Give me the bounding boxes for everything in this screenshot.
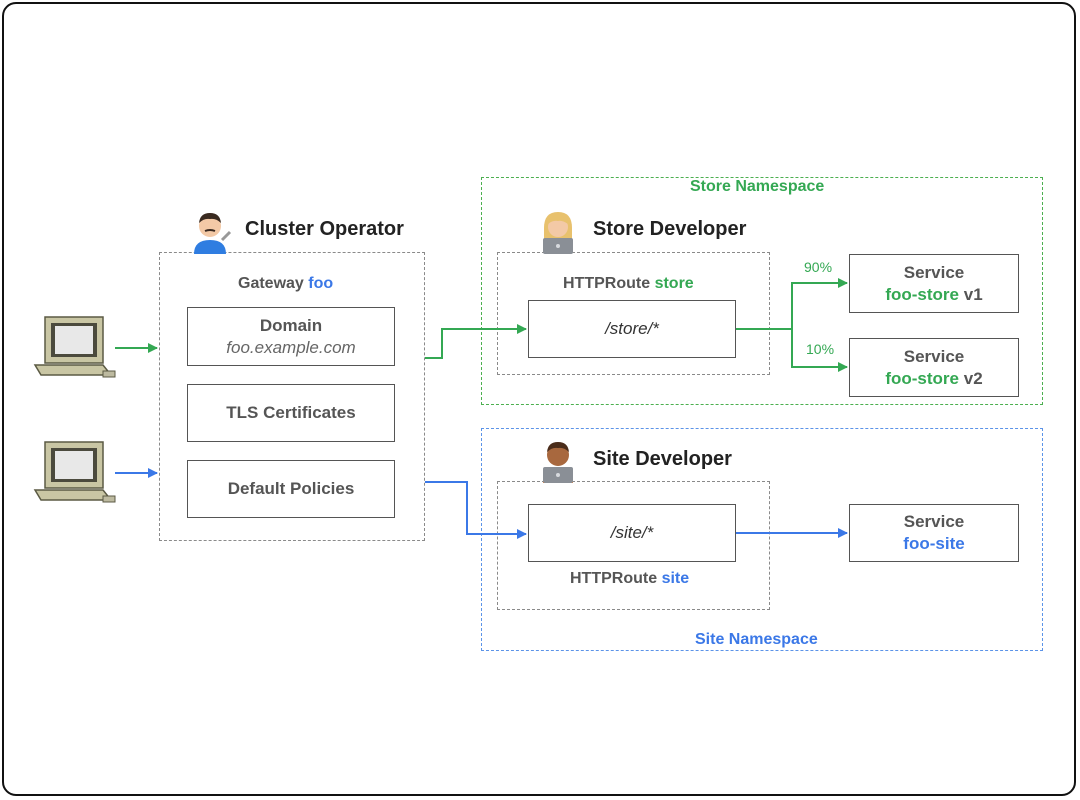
gateway-to-site-route-arrow	[425, 481, 527, 539]
site-path: /site/*	[610, 523, 654, 542]
default-policies-box: Default Policies	[187, 460, 395, 518]
service-store-v2-name: foo-store	[885, 368, 959, 388]
service-store-v2-box: Service foo-store v2	[849, 338, 1019, 397]
site-route-title: HTTPRoute site	[570, 570, 689, 588]
computer-icon	[33, 316, 116, 378]
gateway-to-store-route-arrow	[425, 324, 527, 359]
developer-laptop-icon	[543, 212, 573, 254]
domain-value: foo.example.com	[226, 337, 356, 357]
gateway-container	[159, 252, 425, 541]
tls-certificates-label: TLS Certificates	[226, 403, 356, 422]
site-namespace-label: Site Namespace	[695, 631, 818, 648]
store-route-title: HTTPRoute store	[563, 275, 694, 293]
store-to-v1-arrow	[791, 278, 848, 329]
tls-certificates-box: TLS Certificates	[187, 384, 395, 442]
domain-box: Domain foo.example.com	[187, 307, 395, 366]
store-path: /store/*	[605, 319, 659, 338]
store-path-box: /store/*	[528, 300, 736, 358]
site-route-prefix: HTTPRoute	[570, 570, 658, 587]
weight-v2: 10%	[806, 341, 835, 357]
site-developer-label: Site Developer	[593, 448, 732, 470]
site-path-box: /site/*	[528, 504, 736, 562]
gateway-name: foo	[308, 275, 334, 292]
service-store-v1-name: foo-store	[885, 284, 959, 304]
service-site-box: Service foo-site	[849, 504, 1019, 562]
store-route-container	[497, 252, 770, 375]
service-store-v1-name-line: foo-store v1	[885, 284, 982, 306]
domain-title: Domain	[259, 315, 323, 335]
weight-v1: 90%	[804, 259, 833, 275]
site-namespace	[481, 428, 1043, 651]
cluster-operator-label: Cluster Operator	[245, 218, 404, 240]
store-namespace-label: Store Namespace	[690, 178, 825, 195]
store-developer-label: Store Developer	[593, 218, 747, 240]
service-store-v2-version: v2	[963, 368, 983, 388]
service-store-v1-version: v1	[963, 284, 983, 304]
service-site-name: foo-site	[903, 534, 965, 553]
gateway-prefix: Gateway	[238, 275, 304, 292]
computer-icon	[33, 441, 116, 503]
store-to-v2-arrow	[791, 329, 848, 372]
default-policies-label: Default Policies	[227, 479, 355, 498]
store-route-name: store	[654, 275, 694, 292]
store-route-prefix: HTTPRoute	[563, 275, 651, 292]
service-store-v2-title: Service	[903, 346, 965, 366]
service-store-v1-box: Service foo-store v1	[849, 254, 1019, 313]
site-route-container	[497, 481, 770, 610]
site-route-name: site	[661, 570, 690, 587]
mechanic-person-icon	[194, 213, 232, 254]
service-site-title: Service	[903, 512, 965, 531]
developer-laptop-icon	[543, 442, 573, 483]
store-namespace	[481, 177, 1043, 405]
gateway-title: Gateway foo	[238, 275, 333, 293]
service-store-v1-title: Service	[903, 262, 965, 282]
service-store-v2-name-line: foo-store v2	[885, 368, 982, 390]
